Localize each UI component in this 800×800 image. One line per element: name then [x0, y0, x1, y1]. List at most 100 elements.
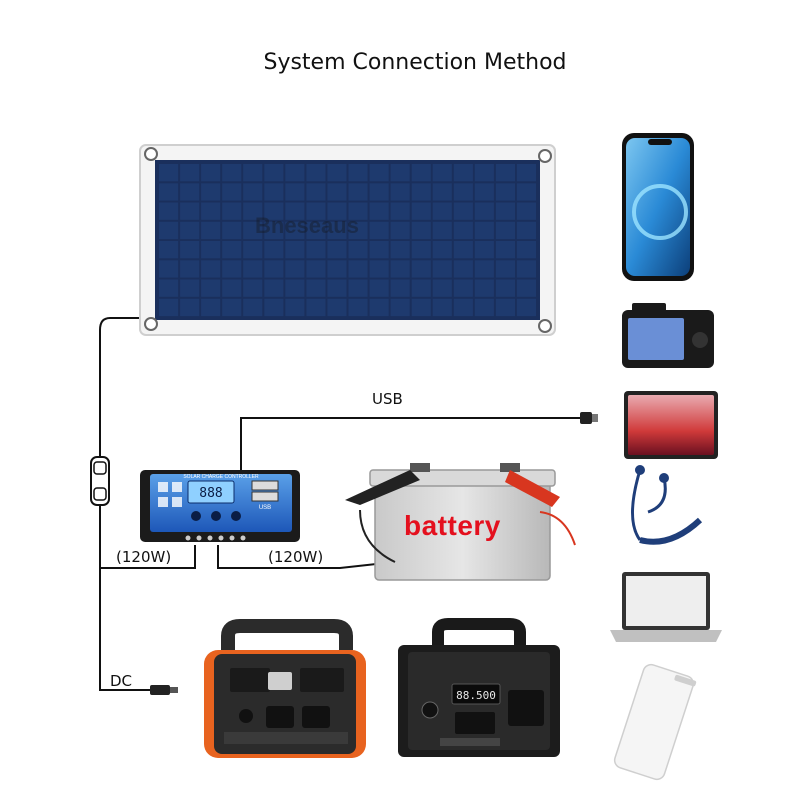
solar-cell [474, 202, 494, 220]
solar-cell [159, 298, 179, 317]
solar-cell [453, 279, 473, 297]
power-station-black: 88.500 [398, 618, 560, 757]
solar-cell [369, 164, 389, 182]
laptop-icon [610, 572, 722, 642]
solar-cell [243, 260, 263, 278]
solar-cell [201, 298, 221, 317]
battery-label: battery [404, 510, 501, 541]
solar-cell [159, 260, 179, 278]
solar-cell [369, 279, 389, 297]
solar-cell [432, 164, 452, 182]
controller-header: SOLAR CHARGE CONTROLLER [183, 474, 259, 480]
solar-cell [243, 202, 263, 220]
solar-cell [453, 298, 473, 317]
solar-cell [495, 164, 515, 182]
solar-cell [390, 164, 410, 182]
solar-cell [432, 183, 452, 201]
solar-cell [306, 260, 326, 278]
solar-cell [159, 202, 179, 220]
solar-cell [411, 279, 431, 297]
solar-cell [369, 241, 389, 259]
dc-label: DC [110, 672, 133, 690]
controller-left-wire [100, 545, 196, 569]
solar-cell [495, 183, 515, 201]
solar-cell [516, 164, 536, 182]
solar-cell [327, 241, 347, 259]
solar-cell [159, 164, 179, 182]
solar-cell [327, 183, 347, 201]
solar-cell [411, 183, 431, 201]
solar-cell [327, 164, 347, 182]
solar-cell [180, 164, 200, 182]
solar-cell [285, 183, 305, 201]
solar-cell [180, 183, 200, 201]
solar-cell [201, 241, 221, 259]
solar-cell [369, 221, 389, 240]
solar-cell [222, 164, 242, 182]
solar-cell [159, 279, 179, 297]
solar-cell [201, 164, 221, 182]
solar-cell [264, 298, 284, 317]
solar-cell [411, 241, 431, 259]
solar-cell [516, 298, 536, 317]
controller-terminal [185, 535, 191, 541]
solar-cell [348, 279, 368, 297]
solar-cell [432, 221, 452, 240]
solar-cell [327, 221, 347, 240]
solar-cell [348, 241, 368, 259]
solar-cell [495, 202, 515, 220]
power-label-left: (120W) [116, 548, 172, 566]
solar-cell [264, 279, 284, 297]
solar-cell [348, 298, 368, 317]
solar-cell [306, 221, 326, 240]
solar-cell [474, 183, 494, 201]
solar-cell [264, 183, 284, 201]
solar-cell [201, 279, 221, 297]
solar-cell [264, 241, 284, 259]
solar-cell [285, 241, 305, 259]
controller-terminal [207, 535, 213, 541]
solar-cell [432, 279, 452, 297]
solar-cell [516, 221, 536, 240]
solar-cell [474, 279, 494, 297]
solar-cell [474, 164, 494, 182]
tablet-icon [624, 391, 718, 459]
solar-cell [180, 298, 200, 317]
solar-cell [180, 279, 200, 297]
solar-cell [243, 279, 263, 297]
solar-cell [327, 202, 347, 220]
station-display: 88.500 [456, 689, 496, 702]
solar-cell [453, 221, 473, 240]
solar-cell [201, 202, 221, 220]
solar-cell [159, 221, 179, 240]
solar-cell [432, 202, 452, 220]
controller-terminal [240, 535, 246, 541]
solar-cell [243, 221, 263, 240]
solar-cell [348, 221, 368, 240]
solar-cell [348, 183, 368, 201]
solar-cell [348, 202, 368, 220]
solar-cell [180, 202, 200, 220]
solar-cell [474, 260, 494, 278]
controller-display: 888 [199, 486, 222, 501]
solar-cell [222, 183, 242, 201]
earphones-icon [631, 465, 703, 545]
power-label-right: (120W) [268, 548, 324, 566]
fuse-holder [90, 456, 110, 506]
solar-cell [159, 183, 179, 201]
solar-cell [453, 164, 473, 182]
controller-usb-label: USB [259, 505, 271, 511]
charge-controller: 888 SOLAR CHARGE CONTROLLER USB [140, 470, 300, 542]
solar-cell [222, 260, 242, 278]
solar-cell [306, 202, 326, 220]
solar-cell [390, 260, 410, 278]
solar-cell [495, 260, 515, 278]
solar-cell [516, 260, 536, 278]
solar-panel [139, 144, 556, 336]
solar-cell [369, 183, 389, 201]
controller-terminal [218, 535, 224, 541]
solar-cell [243, 183, 263, 201]
solar-cell [201, 221, 221, 240]
power-station-orange [204, 619, 366, 758]
